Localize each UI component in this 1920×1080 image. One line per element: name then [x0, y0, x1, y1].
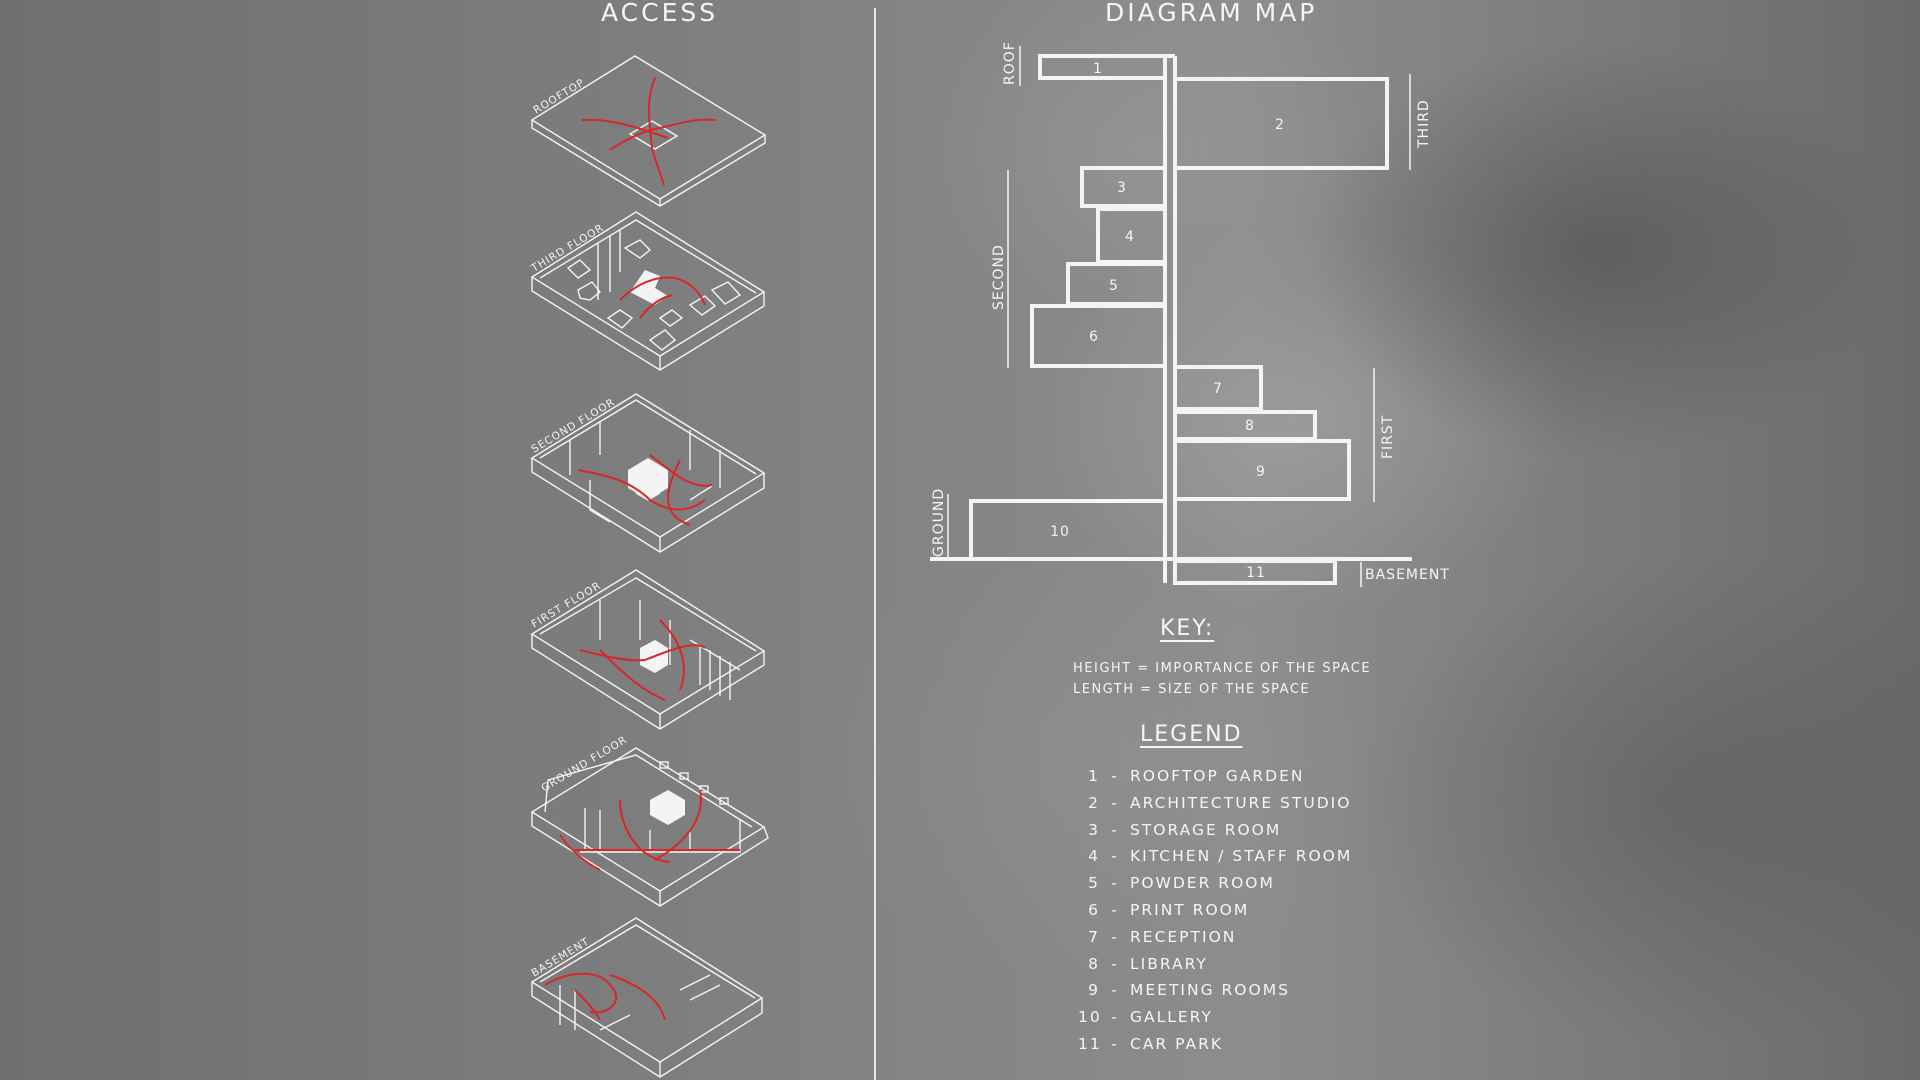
legend-item: 2-ARCHITECTURE STUDIO [1078, 794, 1352, 821]
block-label-9: 9 [1256, 464, 1266, 480]
block-label-2: 2 [1275, 117, 1285, 133]
legend-item-name: POWDER ROOM [1130, 874, 1275, 893]
legend-item-number: 11 [1078, 1034, 1102, 1053]
legend-item: 3-STORAGE ROOM [1078, 821, 1352, 848]
access-heading: ACCESS [601, 0, 719, 27]
legend-item-number: 8 [1088, 954, 1100, 973]
key-title: KEY: [1160, 616, 1215, 641]
axis-label-basement: BASEMENT [1365, 567, 1450, 583]
axis-label-roof: ROOF [1002, 41, 1018, 85]
legend-item: 1-ROOFTOP GARDEN [1078, 767, 1352, 794]
block-label-11: 11 [1246, 565, 1266, 581]
legend-item: 8-LIBRARY [1078, 955, 1352, 982]
legend-item-number: 3 [1088, 820, 1100, 839]
block-11 [1173, 559, 1337, 585]
legend-item: 5-POWDER ROOM [1078, 874, 1352, 901]
legend-item-name: MEETING ROOMS [1130, 981, 1290, 1000]
block-label-4: 4 [1125, 229, 1135, 245]
legend-item-name: GALLERY [1130, 1008, 1213, 1027]
legend-item-number: 10 [1078, 1008, 1102, 1027]
block-label-7: 7 [1213, 381, 1223, 397]
key-line-height: HEIGHT = IMPORTANCE OF THE SPACE [1073, 661, 1372, 676]
block-7 [1173, 365, 1263, 411]
legend-item: 11-CAR PARK [1078, 1034, 1224, 1053]
block-1 [1038, 54, 1167, 80]
column-divider [874, 8, 876, 1080]
legend-item-name: CAR PARK [1130, 1034, 1224, 1053]
legend-item-name: LIBRARY [1130, 954, 1208, 973]
legend-item-number: 7 [1088, 927, 1100, 946]
legend-list: 1-ROOFTOP GARDEN 2-ARCHITECTURE STUDIO 3… [1078, 767, 1352, 1062]
legend-item-name: KITCHEN / STAFF ROOM [1130, 847, 1353, 866]
block-label-5: 5 [1109, 278, 1119, 294]
legend-item: 10-GALLERY [1078, 1008, 1213, 1027]
legend-title: LEGEND [1140, 722, 1243, 747]
legend-item-number: 4 [1088, 847, 1100, 866]
block-3 [1080, 166, 1167, 208]
block-6 [1030, 304, 1167, 368]
legend-item: 7-RECEPTION [1078, 928, 1352, 955]
legend-item-number: 2 [1088, 793, 1100, 812]
block-label-8: 8 [1245, 418, 1255, 434]
legend-item-number: 1 [1088, 767, 1100, 785]
block-label-1: 1 [1093, 61, 1103, 77]
block-2 [1173, 77, 1389, 170]
legend-item-name: ARCHITECTURE STUDIO [1130, 793, 1352, 812]
legend-item-name: PRINT ROOM [1130, 900, 1250, 919]
axis-label-third: THIRD [1416, 99, 1432, 149]
legend-item: 4-KITCHEN / STAFF ROOM [1078, 847, 1352, 874]
block-10 [969, 499, 1167, 561]
key-line-length: LENGTH = SIZE OF THE SPACE [1073, 682, 1311, 697]
block-label-6: 6 [1089, 329, 1099, 345]
axis-label-second: SECOND [991, 244, 1007, 310]
axis-label-ground: GROUND [931, 488, 947, 557]
block-label-3: 3 [1117, 180, 1127, 196]
block-label-10: 10 [1050, 524, 1070, 540]
legend-item-number: 6 [1088, 900, 1100, 919]
legend-item-name: STORAGE ROOM [1130, 820, 1282, 839]
legend-item-number: 9 [1088, 981, 1100, 1000]
legend-item: 6-PRINT ROOM [1078, 901, 1352, 928]
diagram-map-heading: DIAGRAM MAP [1105, 0, 1318, 27]
axis-label-first: FIRST [1380, 415, 1396, 459]
legend-item-name: RECEPTION [1130, 927, 1237, 946]
legend-item-name: ROOFTOP GARDEN [1130, 767, 1305, 785]
legend-item-number: 5 [1088, 874, 1100, 893]
legend-item: 9-MEETING ROOMS [1078, 981, 1352, 1008]
block-9 [1173, 439, 1351, 501]
